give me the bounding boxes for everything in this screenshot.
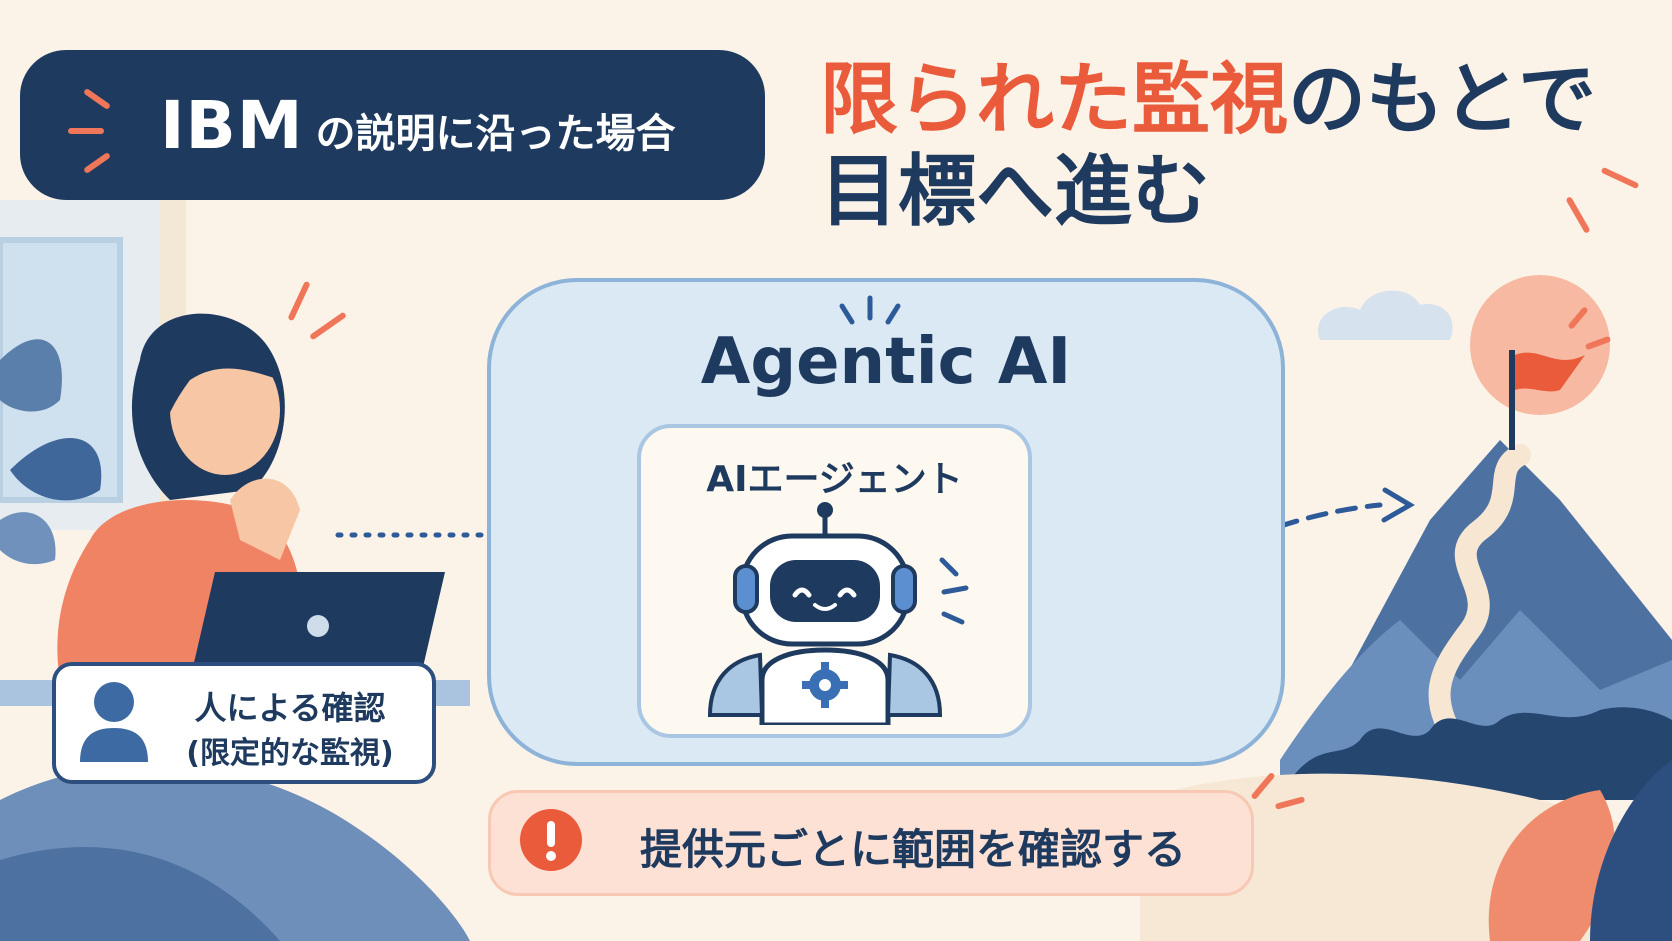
burst-line [1566, 197, 1590, 233]
burst-line [1275, 796, 1305, 810]
leaves-bottom-right [1488, 790, 1615, 941]
badge-main-text: IBM [160, 86, 304, 164]
hill-bottom-left-front [0, 847, 280, 941]
headline-line2: 目標へ進む [820, 146, 1211, 237]
robot-sparkle-icon [939, 557, 969, 625]
badge-sub-text: の説明に沿った場合 [315, 111, 676, 157]
human-review-title: 人による確認 [194, 689, 386, 727]
plant-left [0, 339, 102, 565]
exclamation-icon [520, 809, 582, 871]
header-badge: IBM の説明に沿った場合 [20, 50, 765, 200]
headline: 限られた監視のもとで 目標へ進む [820, 55, 1597, 237]
burst-line [288, 281, 310, 321]
person-icon [80, 682, 148, 762]
headline-rest: のもとで [1288, 55, 1597, 145]
agentic-sparkle-icon [839, 295, 901, 325]
leaves-bottom-right-2 [1590, 760, 1672, 941]
cloud [1318, 290, 1453, 340]
burst-line [1601, 167, 1639, 189]
sun [1470, 275, 1610, 415]
mountain-path [1428, 444, 1531, 771]
agentic-ai-title: Agentic AI [700, 325, 1072, 399]
burst-line [1585, 336, 1611, 350]
headline-highlight: 限られた監視 [820, 55, 1289, 145]
robot-icon [707, 502, 943, 725]
dashed-arrow-head [1381, 487, 1415, 523]
burst-line [1568, 307, 1588, 329]
warning-note [488, 790, 1254, 896]
burst-line [1251, 773, 1275, 799]
ai-agent-label: AIエージェント [706, 459, 963, 500]
headline-line1: 限られた監視のもとで [820, 55, 1597, 145]
flag [1515, 352, 1585, 392]
burst-line [68, 128, 104, 134]
human-review-subtitle: (限定的な監視) [186, 736, 394, 771]
laptop [190, 572, 445, 680]
burst-line [310, 312, 346, 340]
warning-note-text: 提供元ごとに範囲を確認する [640, 825, 1187, 874]
